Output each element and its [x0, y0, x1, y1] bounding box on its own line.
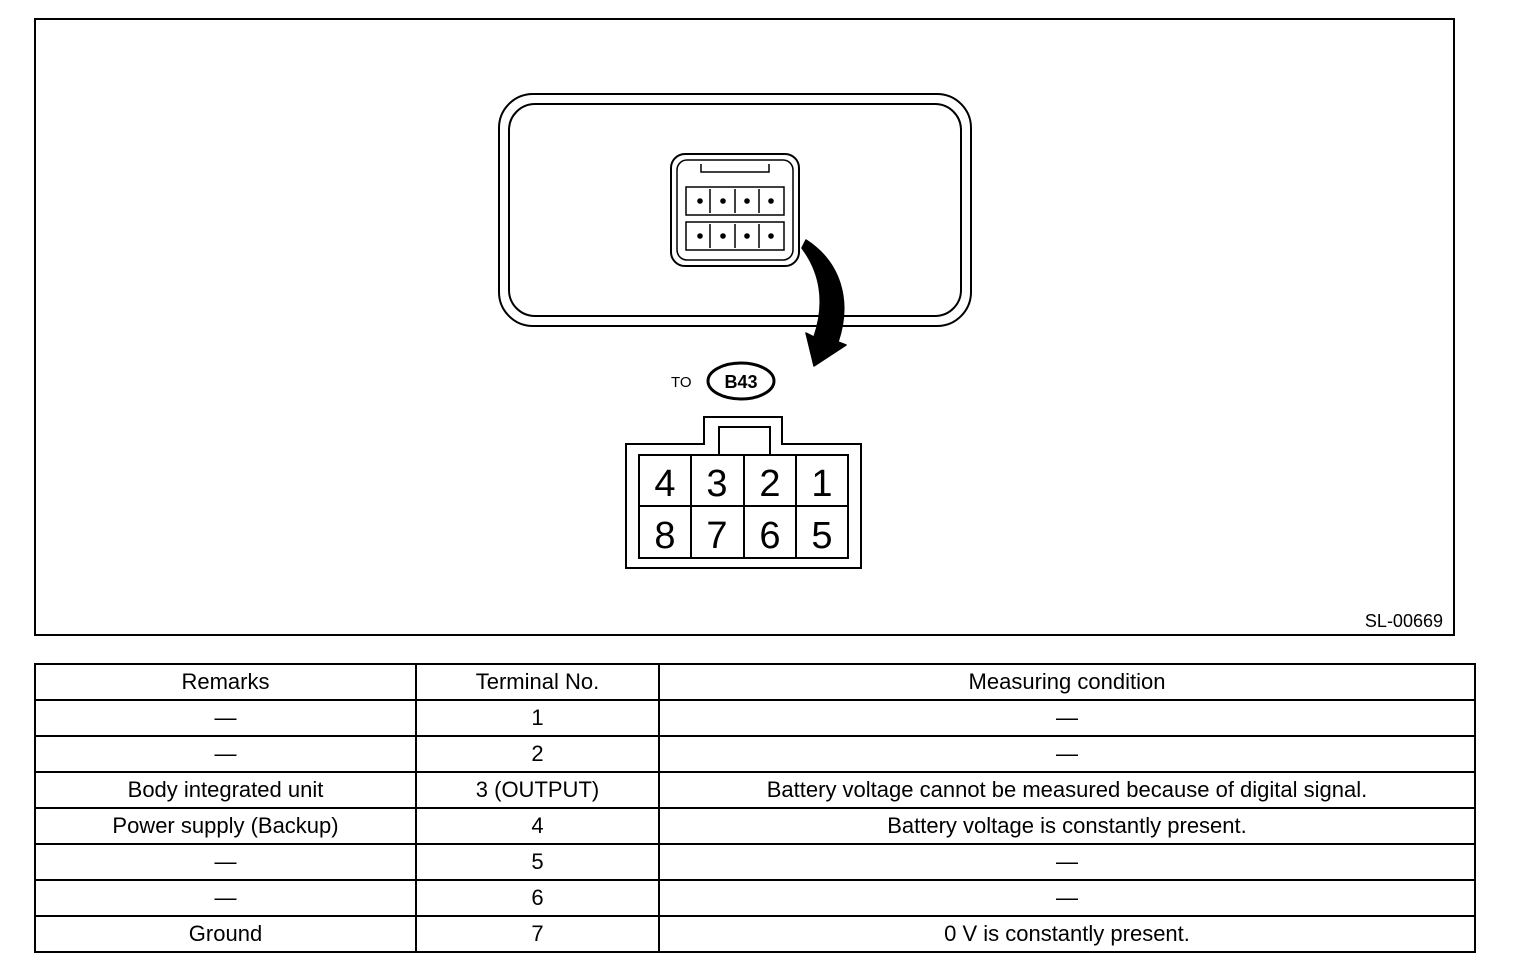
- condition-cell: —: [658, 699, 1476, 737]
- table-row: — 2 —: [34, 735, 1476, 773]
- condition-cell: Battery voltage cannot be measured becau…: [658, 771, 1476, 809]
- condition-cell: —: [658, 879, 1476, 917]
- remarks-cell: —: [34, 699, 417, 737]
- remarks-cell: Ground: [34, 915, 417, 953]
- remarks-cell: Power supply (Backup): [34, 807, 417, 845]
- table-row: Ground 7 0 V is constantly present.: [34, 915, 1476, 953]
- pin-label: 3: [706, 463, 727, 505]
- unit-connector: [670, 153, 800, 267]
- remarks-cell: —: [34, 735, 417, 773]
- table-row: Body integrated unit 3 (OUTPUT) Battery …: [34, 771, 1476, 809]
- figure-id: SL-00669: [1365, 611, 1443, 631]
- figure-frame: [34, 18, 1455, 636]
- unit-body-outer: [498, 93, 972, 327]
- pin-label: 7: [706, 515, 727, 557]
- terminal-cell: 7: [415, 915, 660, 953]
- table-row: — 5 —: [34, 843, 1476, 881]
- pin-label: 4: [654, 463, 675, 505]
- table-row: Power supply (Backup) 4 Battery voltage …: [34, 807, 1476, 845]
- remarks-cell: —: [34, 879, 417, 917]
- terminal-cell: 2: [415, 735, 660, 773]
- terminal-cell: 6: [415, 879, 660, 917]
- terminal-table: Remarks Terminal No. Measuring condition…: [34, 663, 1476, 953]
- pin-label: 1: [811, 463, 832, 505]
- pin-label: 2: [759, 463, 780, 505]
- pin-label: 6: [759, 515, 780, 557]
- connector-id-label: B43: [724, 372, 757, 392]
- to-label: TO: [671, 374, 692, 391]
- terminal-cell: 5: [415, 843, 660, 881]
- condition-cell: 0 V is constantly present.: [658, 915, 1476, 953]
- header-terminal-no: Terminal No.: [415, 663, 660, 701]
- header-measuring-condition: Measuring condition: [658, 663, 1476, 701]
- connector-diagram: TO B43 4 3 2 1 8 7 6 5 SL-00669: [34, 18, 1455, 636]
- curved-arrow-icon: [801, 239, 847, 367]
- condition-cell: —: [658, 735, 1476, 773]
- pin-label: 8: [654, 515, 675, 557]
- connector-face: [625, 416, 862, 569]
- unit-body-inner: [508, 103, 962, 317]
- remarks-cell: Body integrated unit: [34, 771, 417, 809]
- condition-cell: Battery voltage is constantly present.: [658, 807, 1476, 845]
- connector-id-badge: [706, 361, 776, 401]
- table-row: — 6 —: [34, 879, 1476, 917]
- condition-cell: —: [658, 843, 1476, 881]
- table-header-row: Remarks Terminal No. Measuring condition: [34, 663, 1476, 701]
- remarks-cell: —: [34, 843, 417, 881]
- terminal-cell: 1: [415, 699, 660, 737]
- terminal-cell: 3 (OUTPUT): [415, 771, 660, 809]
- terminal-cell: 4: [415, 807, 660, 845]
- header-remarks: Remarks: [34, 663, 417, 701]
- pin-label: 5: [811, 515, 832, 557]
- table-row: — 1 —: [34, 699, 1476, 737]
